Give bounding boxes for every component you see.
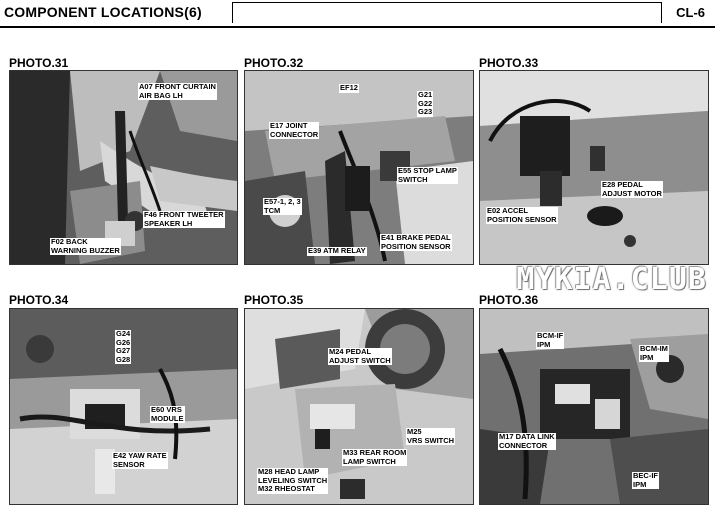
callout-bcm-if-ipm: BCM-IF IPM xyxy=(536,331,565,349)
callout-m33-rear-room-lamp: M33 REAR ROOM LAMP SWITCH xyxy=(342,448,408,466)
callout-g24-g28: G24 G26 G27 G28 xyxy=(115,329,132,364)
callout-front-curtain-airbag: A07 FRONT CURTAIN AIR BAG LH xyxy=(138,82,217,100)
page-header: COMPONENT LOCATIONS(6) CL-6 xyxy=(0,0,715,28)
photo-36-label: PHOTO.36 xyxy=(479,293,539,307)
callout-front-tweeter: F46 FRONT TWEETER SPEAKER LH xyxy=(143,210,225,228)
header-rule xyxy=(232,2,662,23)
callout-m17-data-link: M17 DATA LINK CONNECTOR xyxy=(498,432,556,450)
callout-m24-pedal-adjust-switch: M24 PEDAL ADJUST SWITCH xyxy=(328,347,392,365)
photo-36-image xyxy=(480,309,708,504)
callout-back-warning-buzzer: F02 BACK WARNING BUZZER xyxy=(50,237,121,255)
photo-34-label: PHOTO.34 xyxy=(9,293,69,307)
photo-36: BCM-IF IPM BCM-IM IPM M17 DATA LINK CONN… xyxy=(479,308,709,505)
photo-33-image xyxy=(480,71,708,264)
photo-35: M24 PEDAL ADJUST SWITCH M25 VRS SWITCH M… xyxy=(244,308,474,505)
callout-ef12: EF12 xyxy=(339,83,359,93)
callout-e39-atm-relay: E39 ATM RELAY xyxy=(307,246,367,256)
photo-33: E28 PEDAL ADJUST MOTOR E02 ACCEL POSITIO… xyxy=(479,70,709,265)
callout-m28-head-lamp-leveling: M28 HEAD LAMP LEVELING SWITCH M32 RHEOST… xyxy=(257,467,329,494)
photo-34: G24 G26 G27 G28 E60 VRS MODULE E42 YAW R… xyxy=(9,308,238,505)
callout-e28-pedal-adjust-motor: E28 PEDAL ADJUST MOTOR xyxy=(601,180,663,198)
photo-32-label: PHOTO.32 xyxy=(244,56,304,70)
callout-bcm-im-ipm: BCM-IM IPM xyxy=(639,344,669,362)
callout-g21-g23: G21 G22 G23 xyxy=(417,90,434,117)
callout-e41-brake-pedal: E41 BRAKE PEDAL POSITION SENSOR xyxy=(380,233,452,251)
photo-31: A07 FRONT CURTAIN AIR BAG LH F46 FRONT T… xyxy=(9,70,238,265)
callout-e17-joint-connector: E17 JOINT CONNECTOR xyxy=(269,121,320,139)
page-code: CL-6 xyxy=(676,5,705,20)
watermark: MYKIA.CLUB xyxy=(516,262,707,297)
photo-31-label: PHOTO.31 xyxy=(9,56,69,70)
callout-e42-yaw-rate-sensor: E42 YAW RATE SENSOR xyxy=(112,451,168,469)
callout-e55-stop-lamp: E55 STOP LAMP SWITCH xyxy=(397,166,458,184)
photo-33-label: PHOTO.33 xyxy=(479,56,539,70)
callout-e57-tcm: E57-1, 2, 3 TCM xyxy=(263,197,302,215)
callout-e02-accel-sensor: E02 ACCEL POSITION SENSOR xyxy=(486,206,558,224)
photo-32: EF12 G21 G22 G23 E17 JOINT CONNECTOR E55… xyxy=(244,70,474,265)
photo-35-label: PHOTO.35 xyxy=(244,293,304,307)
callout-bec-if-ipm: BEC-IF IPM xyxy=(632,471,659,489)
page-title: COMPONENT LOCATIONS(6) xyxy=(4,4,202,20)
callout-m25-vrs-switch: M25 VRS SWITCH xyxy=(406,427,456,445)
callout-e60-vrs-module: E60 VRS MODULE xyxy=(150,405,185,423)
